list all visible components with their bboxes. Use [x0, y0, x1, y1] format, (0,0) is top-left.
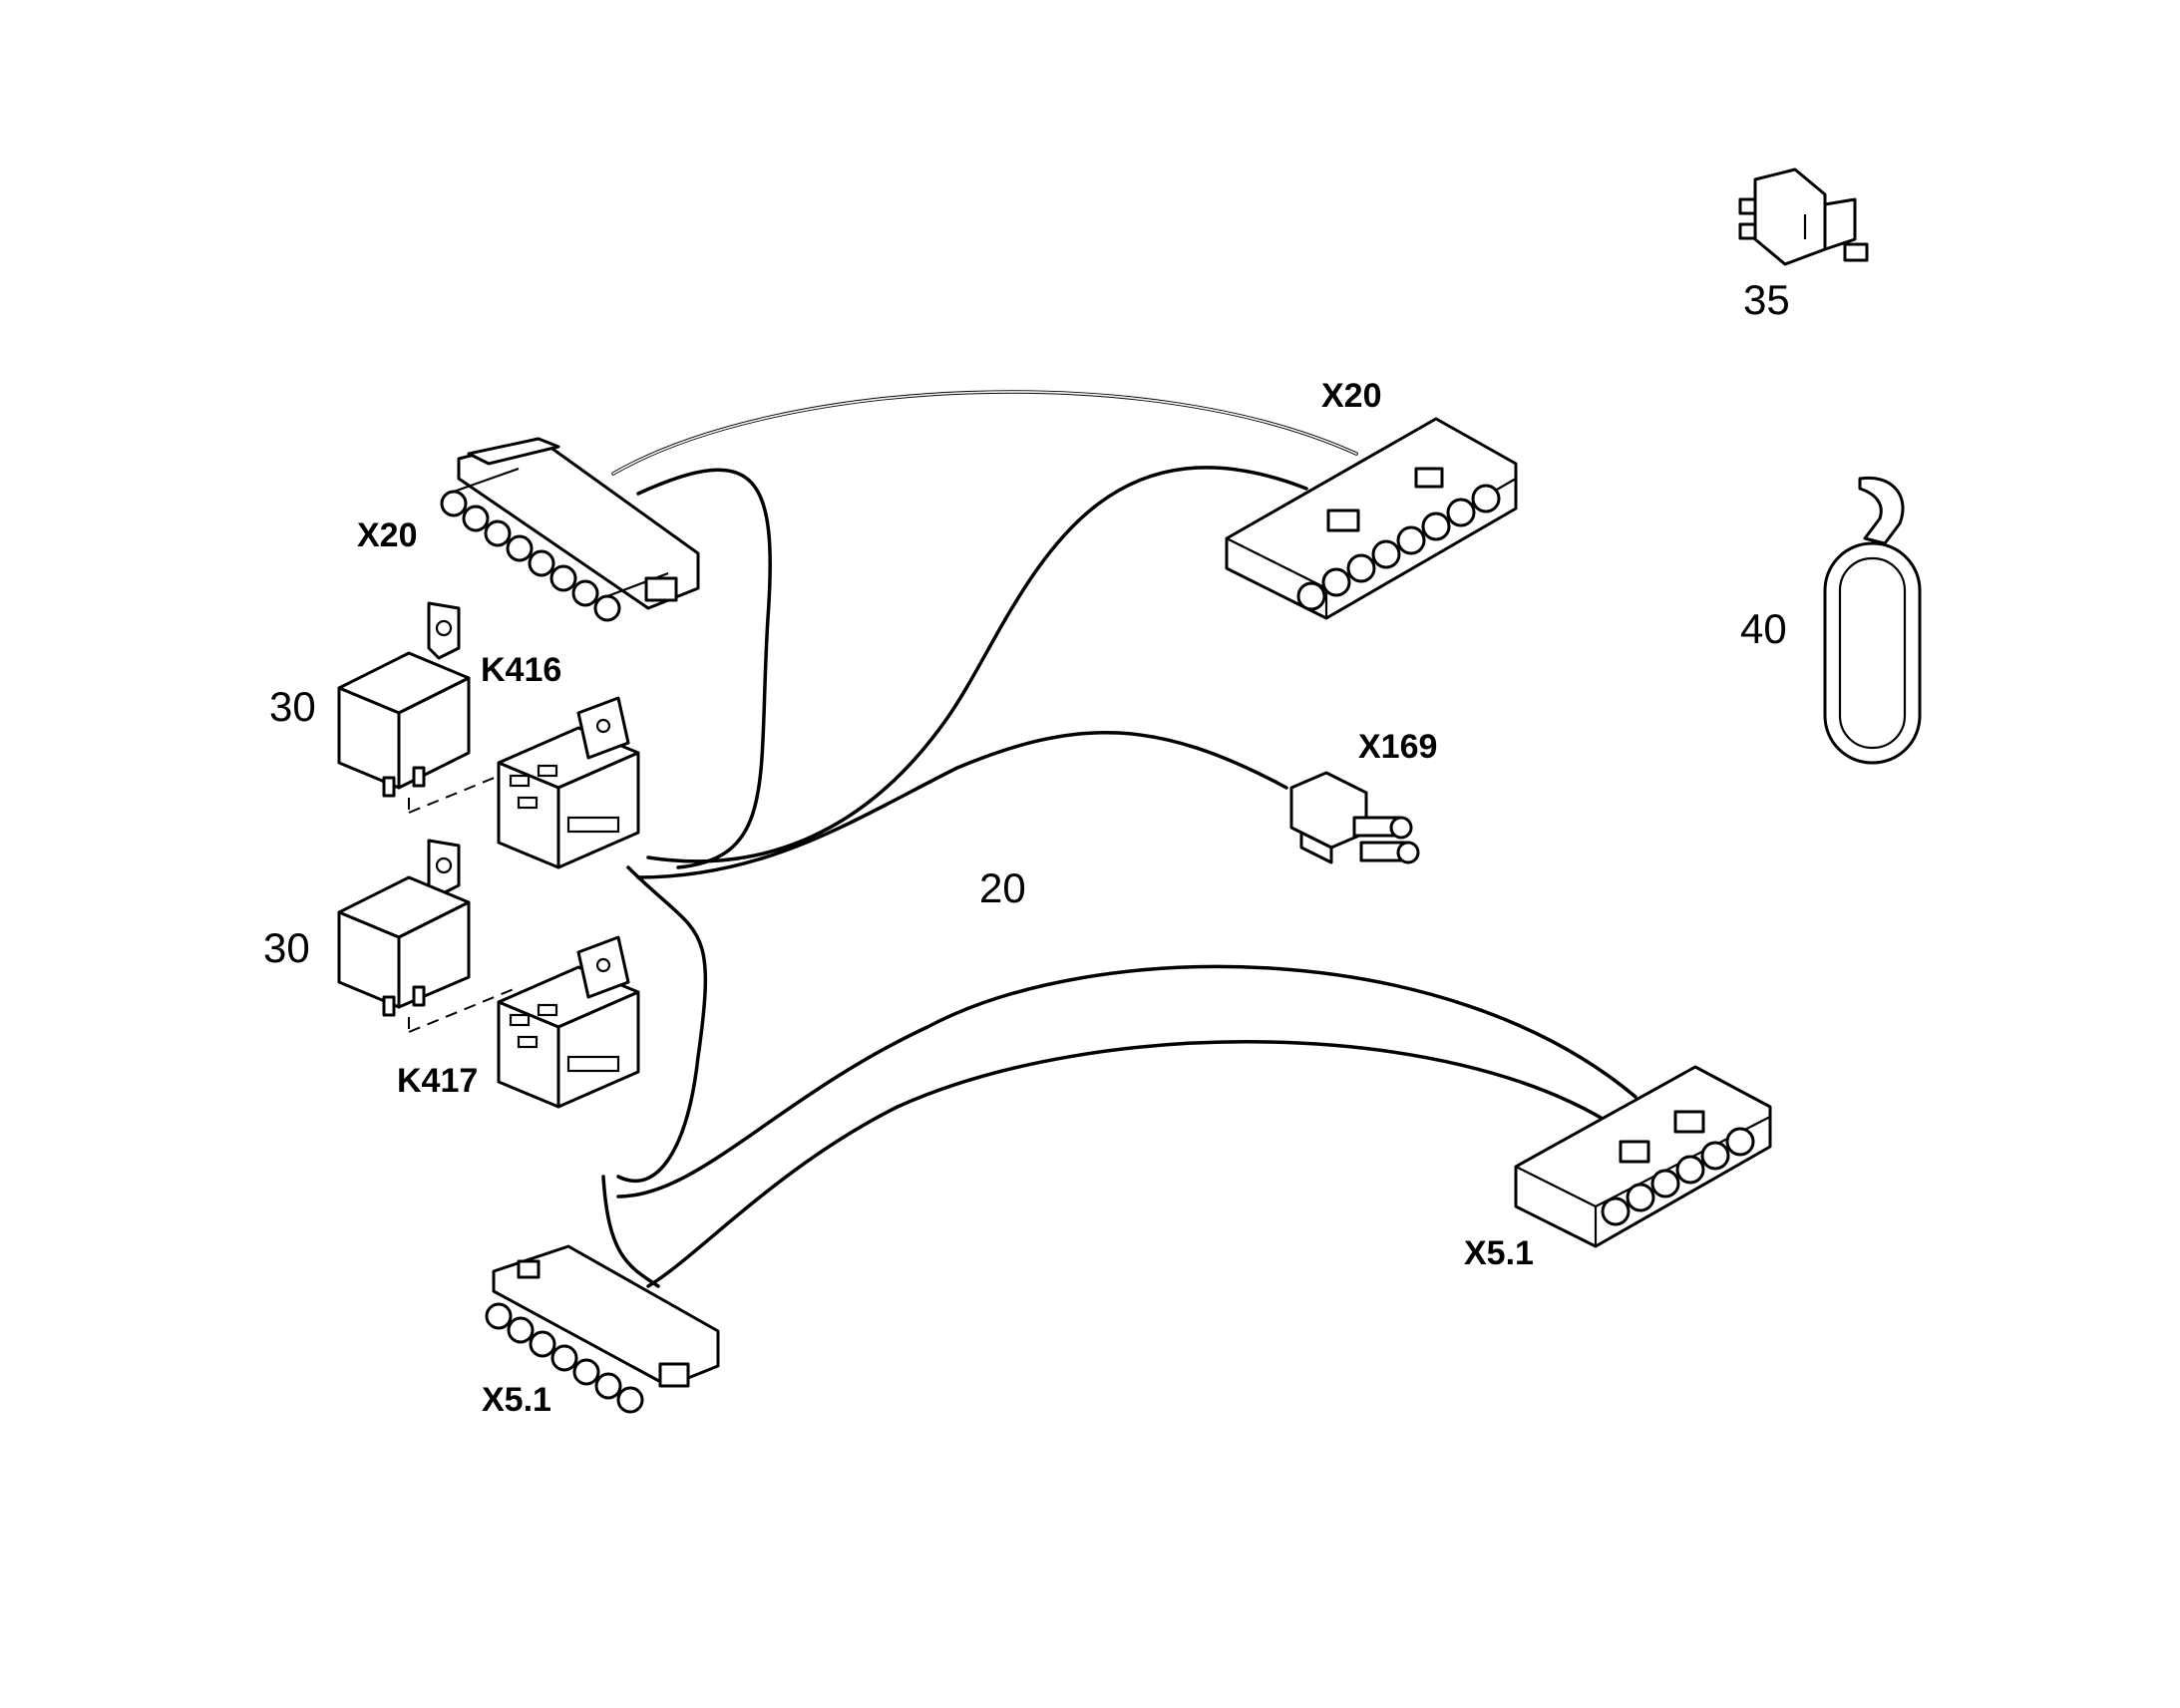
label-x51-right: X5.1 [1464, 1234, 1534, 1272]
label-x20-right: X20 [1321, 377, 1382, 415]
relay-socket-k416 [497, 696, 640, 869]
connector-sockets [1296, 484, 1501, 611]
label-item-40: 40 [1740, 605, 1787, 652]
relay-bottom [337, 839, 520, 1033]
label-x169: X169 [1358, 728, 1437, 766]
label-item-35: 35 [1743, 276, 1790, 323]
relay-top [337, 601, 520, 814]
connector-sockets [1601, 1127, 1755, 1226]
labels: X20 X20 K416 K417 X169 X5.1 X5.1 20 30 3… [263, 276, 1790, 1419]
wire-harness [601, 390, 1637, 1288]
label-k417: K417 [397, 1062, 478, 1100]
connector-x20-right [1225, 417, 1518, 620]
label-item-20: 20 [979, 864, 1026, 911]
cable-tie [1823, 476, 1922, 765]
label-x51-left: X5.1 [482, 1381, 551, 1419]
label-item-30-top: 30 [269, 683, 316, 730]
connector-pins [485, 1302, 644, 1414]
relay-socket-k417 [497, 935, 640, 1109]
connector-x51-right [1514, 1065, 1772, 1248]
connector-x20-left [440, 437, 700, 622]
connector-x169 [1289, 771, 1420, 864]
label-item-30-bottom: 30 [263, 924, 310, 971]
fuse [1738, 168, 1869, 266]
connector-x51-left [485, 1244, 720, 1414]
label-k416: K416 [481, 651, 561, 689]
label-x20-left: X20 [357, 516, 418, 554]
